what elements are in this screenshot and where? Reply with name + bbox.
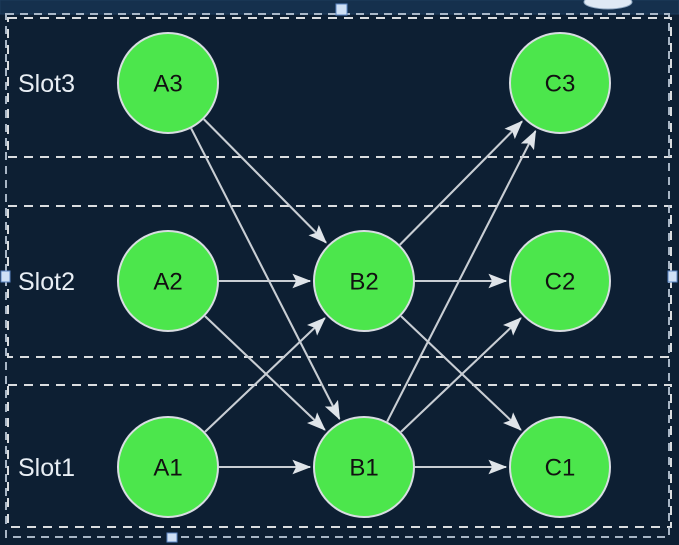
slot-band-rect bbox=[7, 384, 672, 528]
node-a2[interactable]: A2 bbox=[117, 230, 219, 332]
node-label: C3 bbox=[545, 71, 576, 98]
node-label: A1 bbox=[153, 455, 182, 482]
top-rotate-handle-icon[interactable] bbox=[583, 0, 633, 10]
node-c3[interactable]: C3 bbox=[509, 32, 611, 134]
node-circle[interactable] bbox=[509, 32, 611, 134]
slot-label-slot2: Slot2 bbox=[18, 268, 75, 296]
handle-top-center[interactable] bbox=[335, 3, 348, 16]
edge-a1-to-b2[interactable] bbox=[204, 317, 326, 433]
node-label: A2 bbox=[153, 269, 182, 296]
slot-label-slot3: Slot3 bbox=[18, 70, 75, 98]
edge-b1-to-c3[interactable] bbox=[386, 129, 537, 423]
node-a3[interactable]: A3 bbox=[117, 32, 219, 134]
node-circle[interactable] bbox=[313, 230, 415, 332]
node-b2[interactable]: B2 bbox=[313, 230, 415, 332]
node-label: B2 bbox=[349, 269, 378, 296]
edge-a3-to-b1[interactable] bbox=[190, 127, 341, 421]
selection-overlay[interactable] bbox=[0, 3, 678, 543]
node-a1[interactable]: A1 bbox=[117, 416, 219, 518]
node-label: C2 bbox=[545, 269, 576, 296]
node-label: C1 bbox=[545, 455, 576, 482]
node-circle[interactable] bbox=[509, 416, 611, 518]
handle-bottom-left[interactable] bbox=[166, 532, 178, 543]
node-circle[interactable] bbox=[117, 230, 219, 332]
edge-b2-to-c1[interactable] bbox=[400, 315, 522, 431]
node-b1[interactable]: B1 bbox=[313, 416, 415, 518]
edge-b1-to-c2[interactable] bbox=[400, 317, 522, 433]
edge-a3-to-b2[interactable] bbox=[203, 118, 327, 244]
node-circle[interactable] bbox=[117, 32, 219, 134]
handle-left-middle[interactable] bbox=[0, 270, 11, 283]
edge-a2-to-b1[interactable] bbox=[204, 315, 326, 431]
slot-label-slot1: Slot1 bbox=[18, 454, 75, 482]
handle-right-middle[interactable] bbox=[667, 270, 678, 283]
node-c1[interactable]: C1 bbox=[509, 416, 611, 518]
slot-band-slot1 bbox=[7, 384, 672, 528]
node-circle[interactable] bbox=[509, 230, 611, 332]
edge-b2-to-c3[interactable] bbox=[399, 120, 523, 246]
edges-layer bbox=[190, 118, 537, 475]
node-c2[interactable]: C2 bbox=[509, 230, 611, 332]
node-label: A3 bbox=[153, 71, 182, 98]
node-circle[interactable] bbox=[117, 416, 219, 518]
node-circle[interactable] bbox=[313, 416, 415, 518]
node-label: B1 bbox=[349, 455, 378, 482]
